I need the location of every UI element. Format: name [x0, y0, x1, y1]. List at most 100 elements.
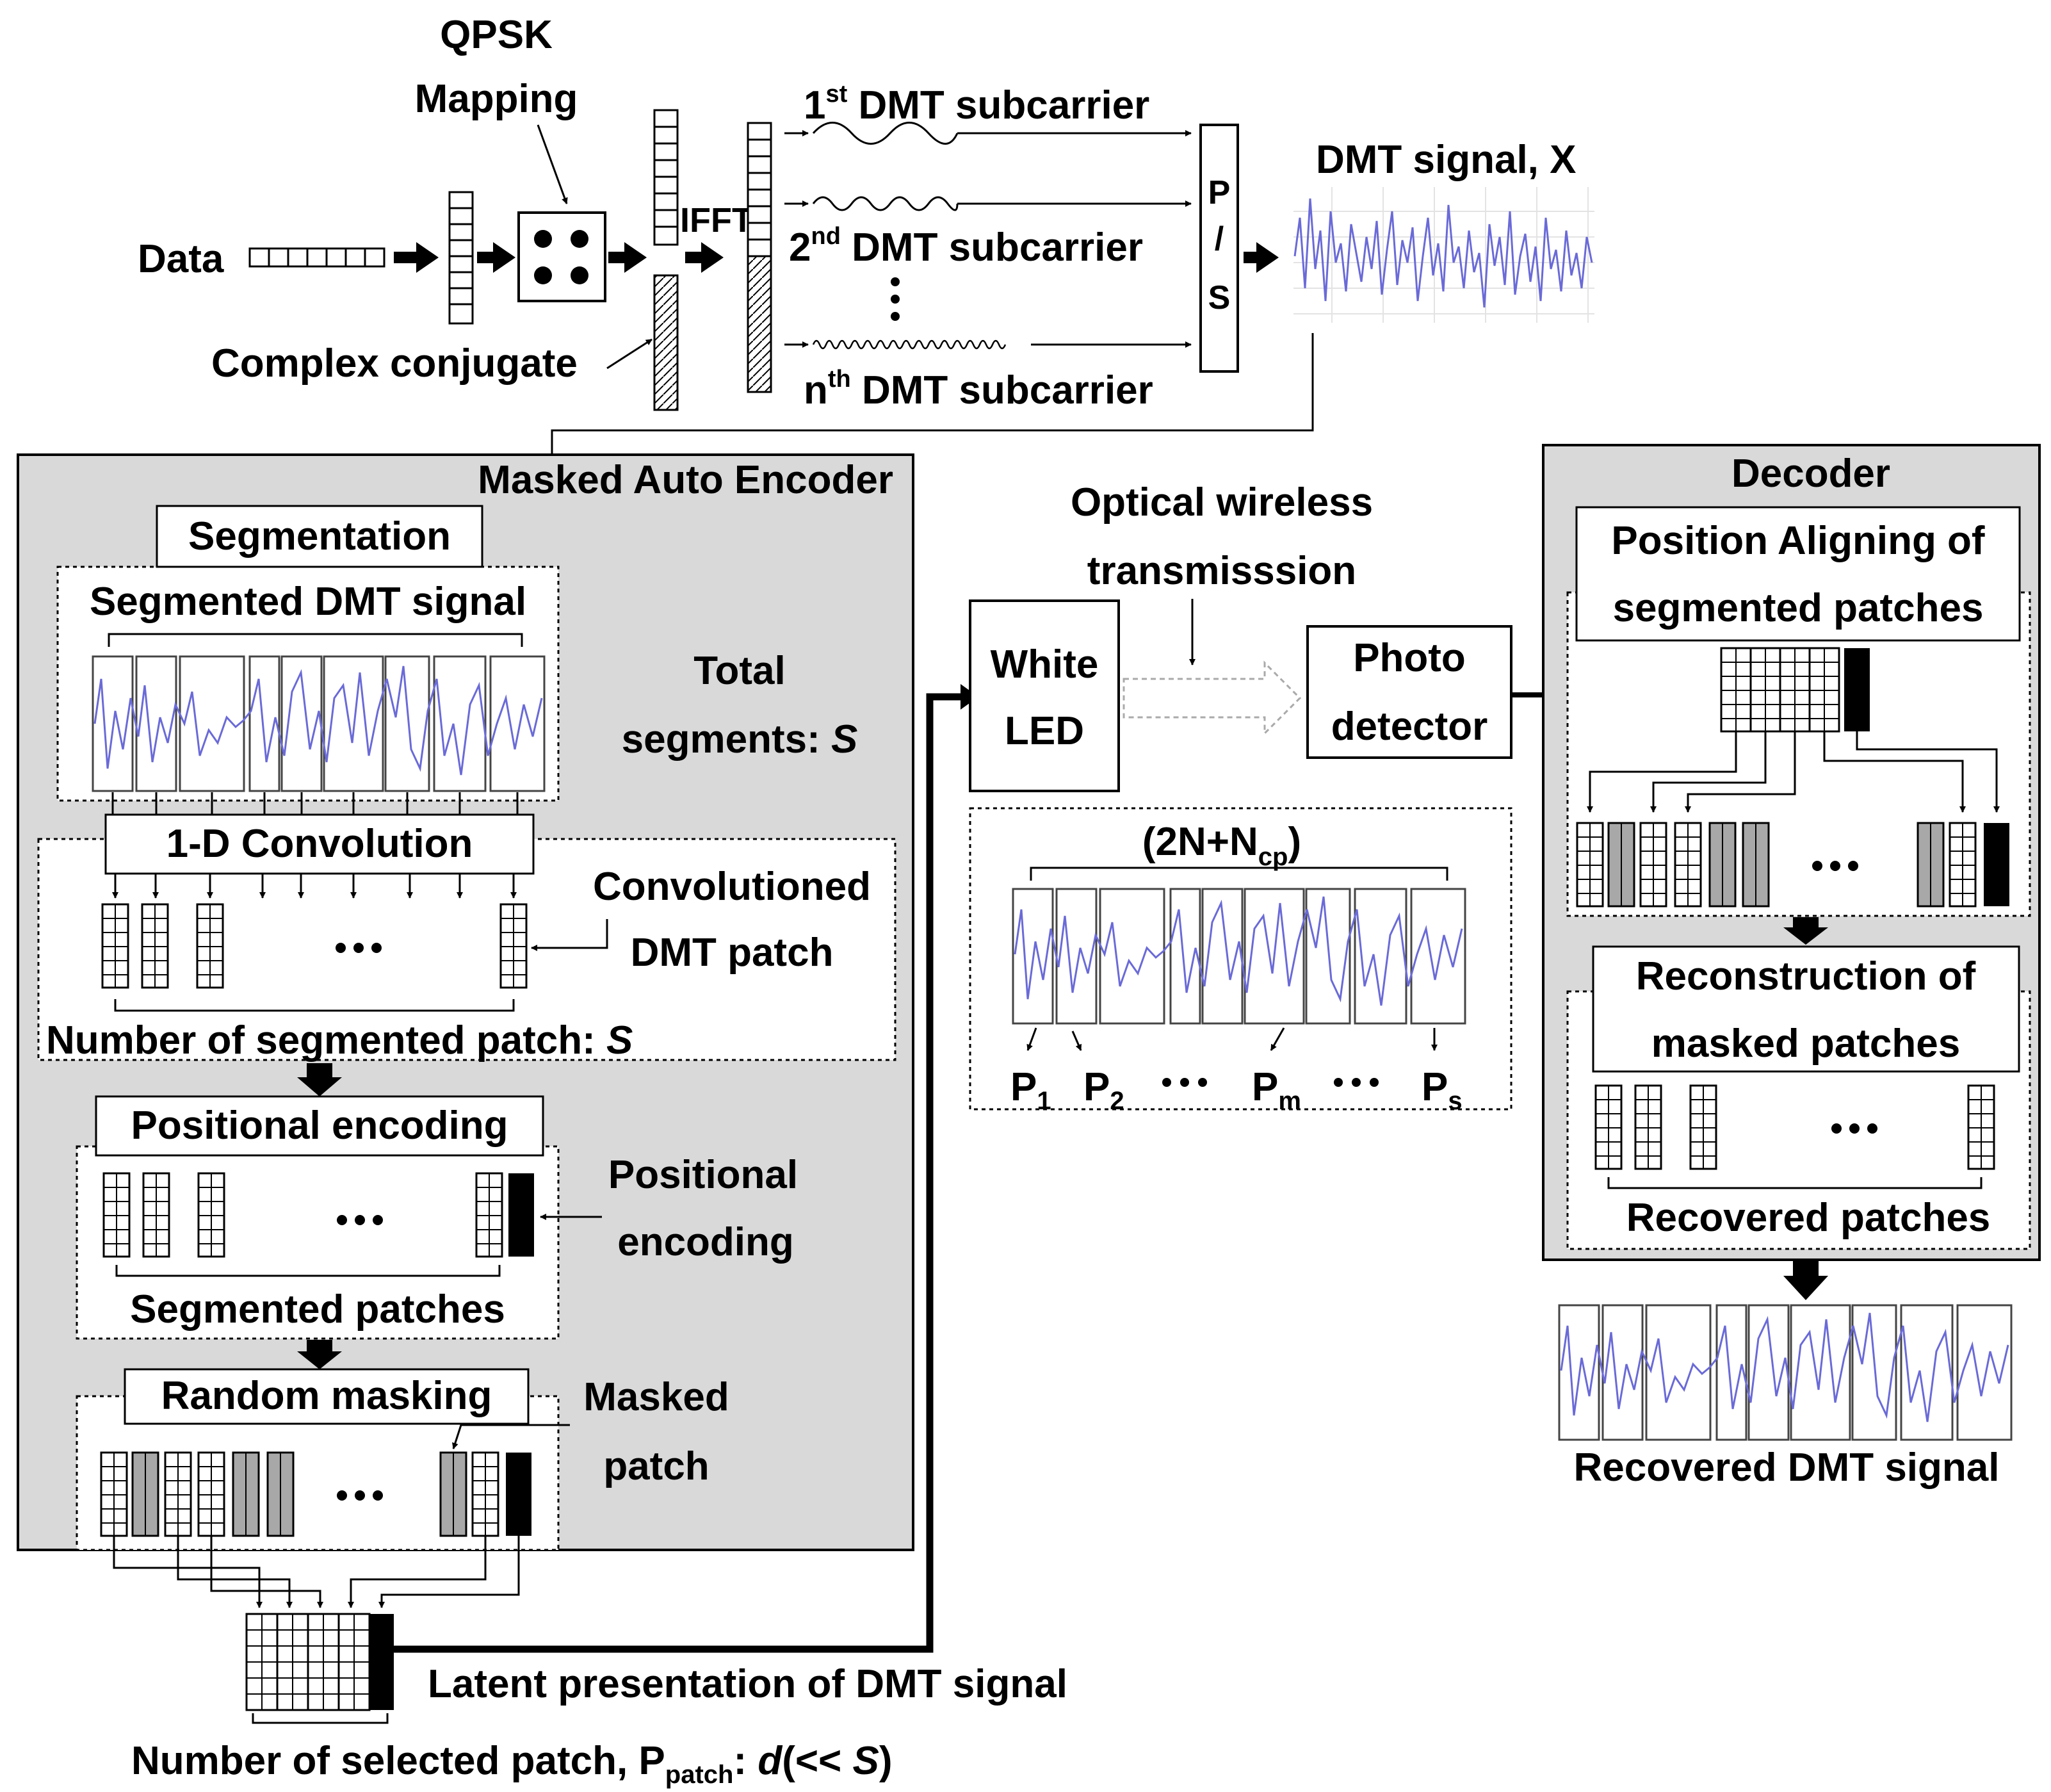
patch-label: patch: [603, 1444, 709, 1488]
grid-patch: [1689, 1084, 1717, 1170]
grid-patch: [307, 1613, 340, 1711]
qpsk-label: QPSK: [440, 13, 553, 57]
decoder-title: Decoder: [1731, 452, 1890, 496]
led-label: LED: [1005, 709, 1084, 753]
ps-label: Ps: [1422, 1065, 1463, 1115]
segmented-dmt-signal-label: Segmented DMT signal: [90, 580, 526, 624]
encoding-patch: [1844, 648, 1870, 731]
ifft-output-vector: [747, 122, 772, 393]
ellipsis-icon: [1812, 861, 1858, 871]
grid-patch: [1779, 647, 1811, 733]
ellipsis-icon: [1831, 1123, 1877, 1134]
masked-patch: [1917, 822, 1945, 908]
recon-label-1: Reconstruction of: [1636, 954, 1976, 998]
ellipsis-icon: [337, 1215, 383, 1225]
optical-beam-arrow: [1123, 660, 1302, 736]
grid-patch: [196, 903, 224, 989]
recovered-dmt-signal-label: Recovered DMT signal: [1574, 1446, 2000, 1490]
photo-detector-box: [1306, 625, 1512, 759]
grid-patch: [1720, 647, 1752, 733]
top-chain: QPSK Mapping Data: [138, 13, 1594, 455]
grid-patch: [1576, 822, 1604, 908]
masked-patch: [232, 1451, 260, 1537]
convolutioned-label: Convolutioned: [593, 865, 871, 909]
dmt-signal-label: DMT signal, X: [1316, 138, 1576, 182]
latent-to-led-connector: [394, 693, 964, 1653]
masking-patches: [100, 1451, 531, 1537]
encoding-patch: [506, 1453, 531, 1536]
ellipsis-icon: [336, 943, 382, 953]
recovered-patches-label: Recovered patches: [1626, 1196, 1991, 1240]
grid-patch: [164, 1451, 192, 1537]
grid-patch: [1674, 822, 1702, 908]
svg-text:2nd DMT subcarrier: 2nd DMT subcarrier: [789, 223, 1143, 270]
recovered-patch-row: [1594, 1084, 1995, 1170]
positional-encoding-title: Positional encoding: [131, 1104, 508, 1148]
ellipsis-icon: [1334, 1078, 1379, 1087]
encoding-patch: [369, 1614, 394, 1710]
owt-label-2: transmisssion: [1087, 549, 1356, 593]
symbol-vector-conjugate: [653, 274, 679, 411]
aligned-patches: [1576, 822, 2009, 908]
convolution-title: 1-D Convolution: [166, 822, 473, 866]
svg-text:S: S: [1208, 279, 1231, 316]
num-segmented-patch-label: Number of segmented patch: S: [46, 1018, 633, 1063]
latent-label: Latent presentation of DMT signal: [428, 1662, 1067, 1706]
random-masking-title: Random masking: [161, 1374, 492, 1418]
optical-channel: Optical wireless transmisssion White LED…: [969, 480, 1714, 1115]
recon-label-2: masked patches: [1651, 1022, 1960, 1066]
svg-text:P: P: [1208, 174, 1231, 211]
symbol-vector-upper: [653, 109, 679, 246]
masked-patch: [266, 1451, 295, 1537]
p1-label: P1: [1010, 1065, 1051, 1115]
grid-patch: [1967, 1084, 1995, 1170]
grid-patch: [337, 1613, 371, 1711]
subcarrier-2: 2nd DMT subcarrier: [784, 196, 1192, 270]
dmt-patch-label: DMT patch: [631, 931, 834, 975]
latent-representation: Latent presentation of DMT signal Number…: [113, 684, 1067, 1789]
received-segmented-waveform: [1012, 887, 1466, 1025]
grid-patch: [1634, 1084, 1662, 1170]
decoder-panel: Decoder Position Aligning of segmented p…: [1542, 444, 2041, 1261]
total-segments-label: segments: S: [622, 717, 858, 762]
frame-length-label: (2N+Ncp): [1142, 820, 1301, 871]
total-label: Total: [693, 649, 786, 693]
photo-label: Photo: [1353, 636, 1466, 680]
detector-label: detector: [1331, 705, 1488, 749]
positional-label: Positional: [608, 1153, 798, 1197]
subcarrier-n: nth DMT subcarrier: [784, 339, 1192, 412]
grid-patch: [100, 1451, 128, 1537]
grid-patch: [1949, 822, 1977, 908]
data-label: Data: [138, 237, 224, 281]
signal-to-encoder-connector: [551, 333, 1314, 455]
data-bit-vector: [248, 247, 385, 268]
svg-text:1st DMT subcarrier: 1st DMT subcarrier: [804, 81, 1149, 127]
svg-text:nth DMT subcarrier: nth DMT subcarrier: [804, 366, 1153, 412]
white-led-box: [969, 599, 1120, 792]
received-latent-patches: [1720, 647, 1870, 733]
latent-patches: [245, 1613, 394, 1711]
pm-label: Pm: [1252, 1065, 1301, 1115]
grid-patch: [101, 903, 129, 989]
mapping-label: Mapping: [415, 77, 578, 121]
grid-patch: [1639, 822, 1667, 908]
qpsk-constellation-box: [517, 211, 606, 302]
convolutioned-patches: [101, 903, 528, 989]
dmt-signal-waveform: [1293, 187, 1594, 323]
serial-parallel-vector: [448, 191, 474, 325]
segmented-patches-label: Segmented patches: [130, 1287, 505, 1332]
grid-patch: [142, 1172, 170, 1258]
parallel-to-serial-box: P / S: [1199, 124, 1239, 373]
masked-label: Masked: [583, 1375, 729, 1419]
owt-label-1: Optical wireless: [1071, 480, 1373, 525]
grid-patch: [1808, 647, 1840, 733]
grid-patch: [102, 1172, 131, 1258]
segmented-waveform: [92, 655, 546, 792]
grid-patch: [197, 1172, 225, 1258]
pos-align-label-1: Position Aligning of: [1611, 519, 1985, 563]
ifft-label: IFFT: [680, 201, 753, 240]
subcarrier-1: 1st DMT subcarrier: [784, 81, 1192, 145]
recovered-signal: Recovered DMT signal: [1558, 1303, 2013, 1490]
masked-patch: [1607, 822, 1635, 908]
